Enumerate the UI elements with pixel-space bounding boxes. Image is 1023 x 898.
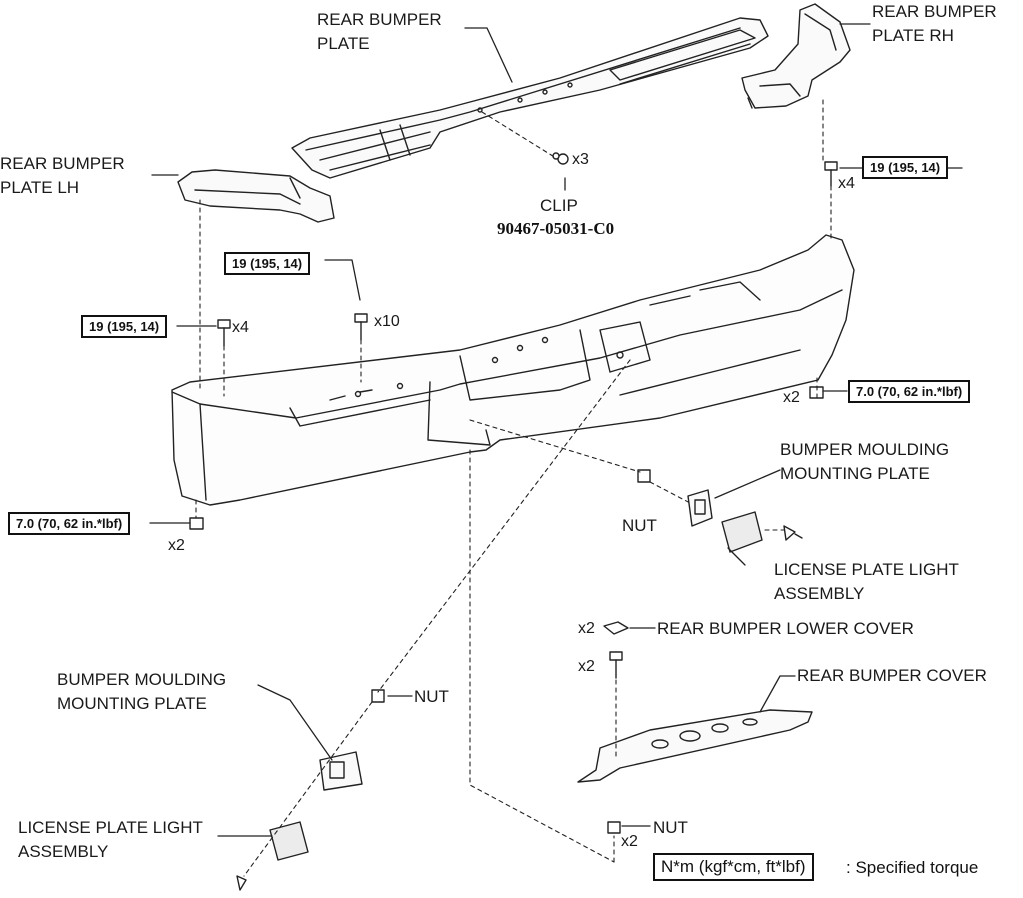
qty-center-bolt: x10	[374, 313, 400, 330]
label-nut-right: NUT	[622, 516, 657, 535]
qty-lh-bolt: x4	[232, 319, 249, 336]
license-light-left	[269, 751, 363, 861]
torque-center-bolt: 19 (195, 14)	[224, 252, 311, 275]
label-rear-bumper-plate-rh: REAR BUMPER PLATE RH	[872, 2, 997, 45]
label-license-plate-light-assembly-right: LICENSE PLATE LIGHT ASSEMBLY	[774, 560, 959, 603]
label-nut-bottom: NUT	[653, 818, 688, 837]
qty-lower-cover: x2	[578, 620, 595, 637]
qty-clip: x3	[572, 151, 589, 168]
label-clip: CLIP	[540, 196, 578, 215]
label-rear-bumper-plate-lh: REAR BUMPER PLATE LH	[0, 154, 125, 197]
qty-right-nut: x2	[783, 389, 800, 406]
rear-bumper-plate	[291, 17, 769, 179]
rear-bumper-plate-rh	[741, 3, 851, 109]
label-nut-left: NUT	[414, 687, 449, 706]
torque-rh-bolt: 19 (195, 14)	[862, 156, 949, 179]
label-bumper-moulding-mounting-plate-left: BUMPER MOULDING MOUNTING PLATE	[57, 670, 227, 713]
license-light-right	[687, 489, 763, 553]
assembly-dashed-lines	[195, 99, 832, 877]
label-rear-bumper-lower-cover: REAR BUMPER LOWER COVER	[657, 619, 914, 638]
qty-left-nut: x2	[168, 537, 185, 554]
qty-rh-bolt: x4	[838, 175, 855, 192]
legend-unit-box: N*m (kgf*cm, ft*lbf)	[653, 853, 814, 881]
clip-part-number: 90467-05031-C0	[497, 219, 615, 238]
torque-right-nut: 7.0 (70, 62 in.*lbf)	[848, 380, 971, 403]
qty-cover-bolt: x2	[578, 658, 595, 675]
rear-bumper-plate-lh	[177, 169, 335, 223]
rear-bumper	[171, 234, 855, 506]
label-bumper-moulding-mounting-plate-right: BUMPER MOULDING MOUNTING PLATE	[780, 440, 950, 483]
label-rear-bumper-plate: REAR BUMPER PLATE	[317, 10, 442, 53]
torque-lh-bolt: 19 (195, 14)	[81, 315, 168, 338]
rear-bumper-cover	[577, 709, 813, 783]
legend-description: : Specified torque	[846, 858, 979, 877]
torque-left-nut: 7.0 (70, 62 in.*lbf)	[8, 512, 131, 535]
label-rear-bumper-cover: REAR BUMPER COVER	[797, 666, 987, 685]
qty-bottom-nut: x2	[621, 833, 638, 850]
label-license-plate-light-assembly-left: LICENSE PLATE LIGHT ASSEMBLY	[18, 818, 203, 861]
